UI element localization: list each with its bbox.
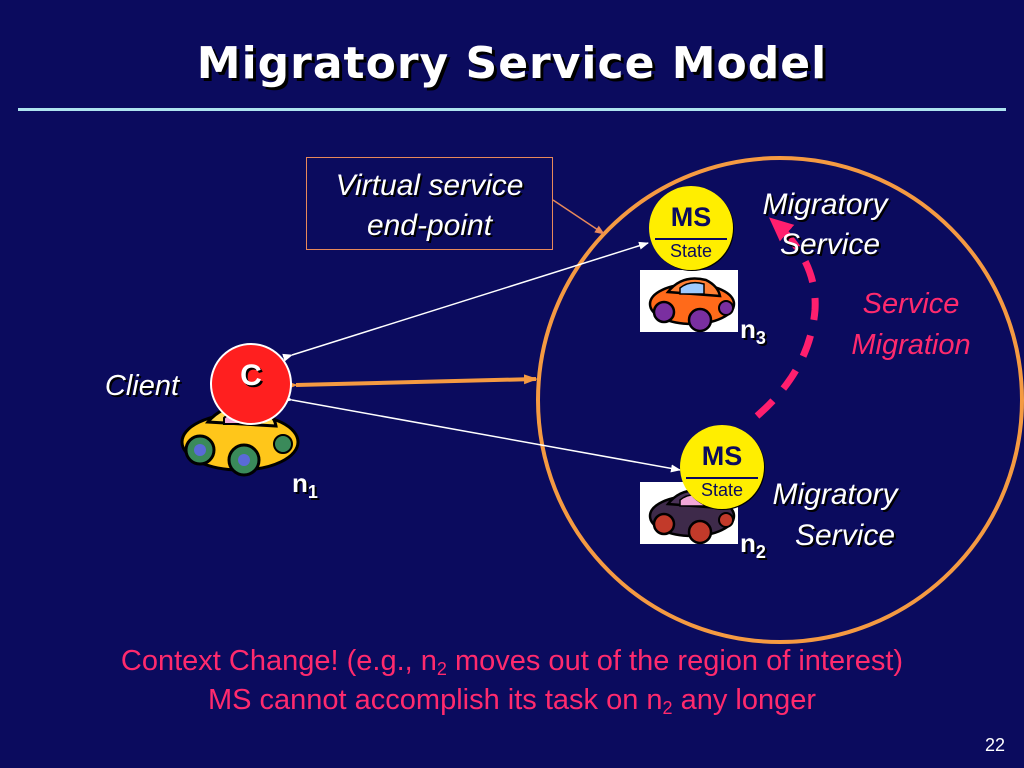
client-label: Client: [104, 370, 180, 402]
node-n2-name: n: [740, 528, 756, 558]
callout-line-1: Virtual service: [335, 169, 524, 202]
footer-line-1-sub: 2: [436, 659, 447, 679]
footer-line-1: Context Change! (e.g., n2 moves out of t…: [0, 641, 1024, 689]
node-n3-sub: 3: [755, 328, 766, 348]
client-node: C: [210, 343, 292, 425]
migration-label-line-1: Service: [862, 288, 960, 320]
link-client-n2: [282, 394, 681, 473]
footer-line-1-b: moves out of the region of interest): [446, 645, 904, 677]
footer-line-2-sub: 2: [662, 698, 673, 718]
service-migration-arrow: [754, 217, 819, 419]
ms-state-label: State: [669, 241, 713, 261]
node-n3-label: n3: [740, 314, 766, 349]
ms-divider: [686, 477, 758, 479]
footer-line-1-a: Context Change! (e.g., n: [120, 645, 437, 677]
ms-top-label-line-2: Service: [779, 228, 881, 261]
ms-badge-n2: MS State: [680, 425, 764, 509]
node-n1-label: n1: [292, 468, 318, 503]
node-n2-label: n2: [740, 528, 766, 563]
ms-badge-n3: MS State: [649, 186, 733, 270]
node-n1-name: n: [292, 468, 308, 498]
node-n2-sub: 2: [755, 542, 766, 562]
ms-state-label: State: [700, 480, 744, 500]
link-client-n3: [282, 241, 649, 362]
footer-line-2-a: MS cannot accomplish its task on n: [207, 684, 663, 716]
link-client-virtual-endpoint: [283, 374, 538, 391]
footer-line-2-b: any longer: [672, 684, 817, 716]
client-node-letter: C: [240, 359, 262, 392]
ms-label: MS: [701, 441, 743, 471]
page-number: 22: [985, 735, 1006, 755]
callout-leader-line: [552, 199, 605, 235]
virtual-endpoint-callout: [306, 157, 553, 250]
ms-bottom-label-line-2: Service: [794, 519, 896, 552]
migration-label-line-2: Migration: [851, 329, 971, 361]
slide-title: Migratory Service Model: [196, 38, 828, 89]
node-n3-name: n: [740, 314, 756, 344]
ms-top-label-line-1: Migratory: [762, 188, 888, 221]
callout-line-2: end-point: [366, 209, 493, 242]
ms-label: MS: [670, 202, 712, 232]
node-n1-sub: 1: [307, 482, 318, 502]
ms-bottom-label-line-1: Migratory: [772, 478, 898, 511]
orange-car-icon: [640, 270, 738, 333]
ms-divider: [655, 238, 727, 240]
footer-line-2: MS cannot accomplish its task on n2 any …: [0, 680, 1024, 728]
title-divider: [18, 108, 1006, 111]
